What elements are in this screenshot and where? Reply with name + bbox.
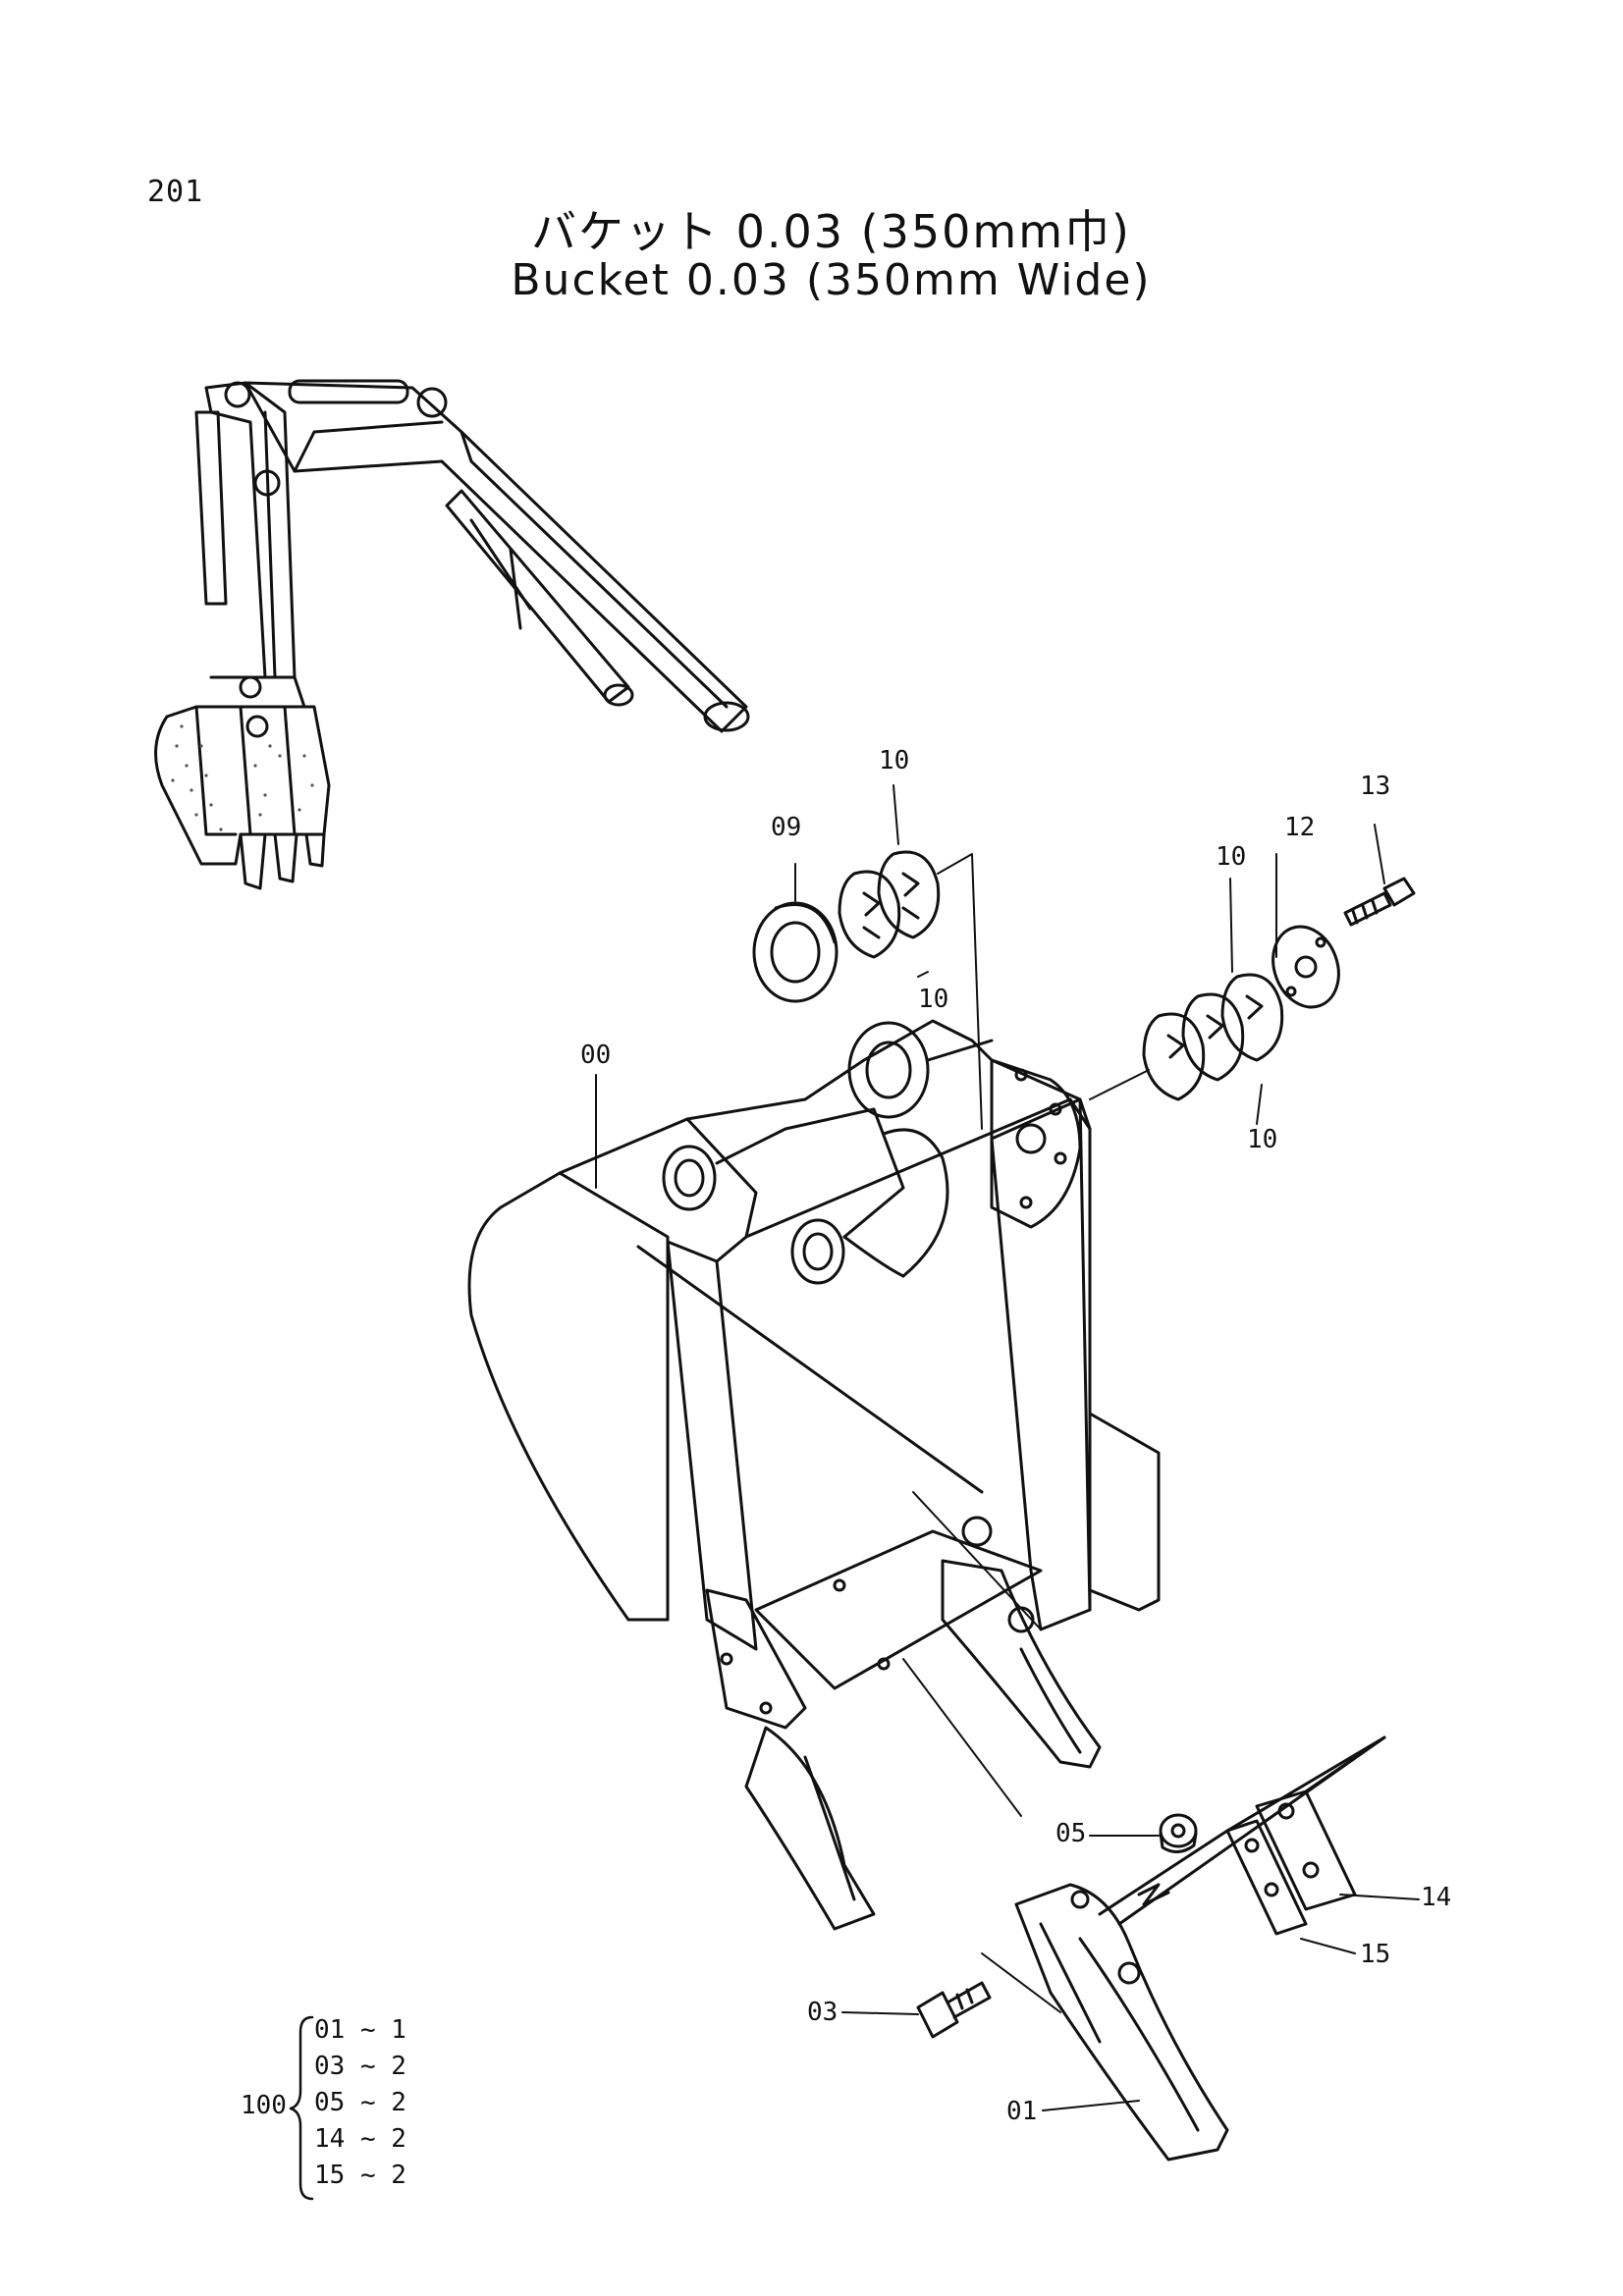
bolt-03 <box>916 1981 992 2039</box>
kit-assembly-number: 100 <box>241 2091 287 2120</box>
kit-item: 05 ~ 2 <box>314 2088 406 2117</box>
callout-10-lower: 10 <box>1216 842 1247 872</box>
callout-01: 01 <box>1006 2097 1038 2126</box>
shims-10-upper <box>838 850 941 959</box>
title-japanese: バケット 0.03 (350mm巾) <box>531 205 1131 258</box>
kit-item: 01 ~ 1 <box>314 2015 406 2045</box>
callout-03: 03 <box>807 1998 839 2027</box>
side-cutter-15 <box>1098 1735 1386 1936</box>
kit-brace <box>289 2015 314 2201</box>
kit-item-list: 01 ~ 1 03 ~ 2 05 ~ 2 14 ~ 2 15 ~ 2 <box>314 2012 406 2194</box>
callout-10-upper-b: 10 <box>918 985 949 1014</box>
kit-item: 03 ~ 2 <box>314 2052 406 2081</box>
callout-15: 15 <box>1360 1940 1391 1969</box>
title-english: Bucket 0.03 (350mm Wide) <box>511 255 1152 305</box>
nut-05 <box>1159 1813 1198 1853</box>
callout-13: 13 <box>1360 772 1391 801</box>
callout-10-lower-b: 10 <box>1247 1125 1278 1154</box>
kit-item: 15 ~ 2 <box>314 2161 406 2190</box>
explode-guides <box>902 853 1150 2013</box>
shims-10-lower <box>1142 973 1284 1101</box>
tooth-01 <box>1014 1883 1229 2162</box>
callout-10-upper: 10 <box>879 746 910 775</box>
leader-lines <box>595 784 1420 2111</box>
excavator-arm-illustration <box>154 379 750 890</box>
callout-14: 14 <box>1421 1883 1452 1912</box>
kit-item: 14 ~ 2 <box>314 2124 406 2154</box>
callout-05: 05 <box>1055 1819 1087 1848</box>
callout-00: 00 <box>580 1041 612 1070</box>
side-cutter-14 <box>1255 1735 1386 1911</box>
page-number: 201 <box>147 175 204 209</box>
callout-09: 09 <box>771 813 802 842</box>
bushing-09 <box>752 901 839 1003</box>
plate-12 <box>1271 925 1340 1009</box>
kit-composition: 100 01 ~ 1 03 ~ 2 05 ~ 2 14 ~ 2 15 ~ 2 <box>241 2012 437 2199</box>
bolt-13 <box>1343 877 1416 927</box>
bucket-body <box>467 1019 1161 1931</box>
callout-12: 12 <box>1284 813 1316 842</box>
